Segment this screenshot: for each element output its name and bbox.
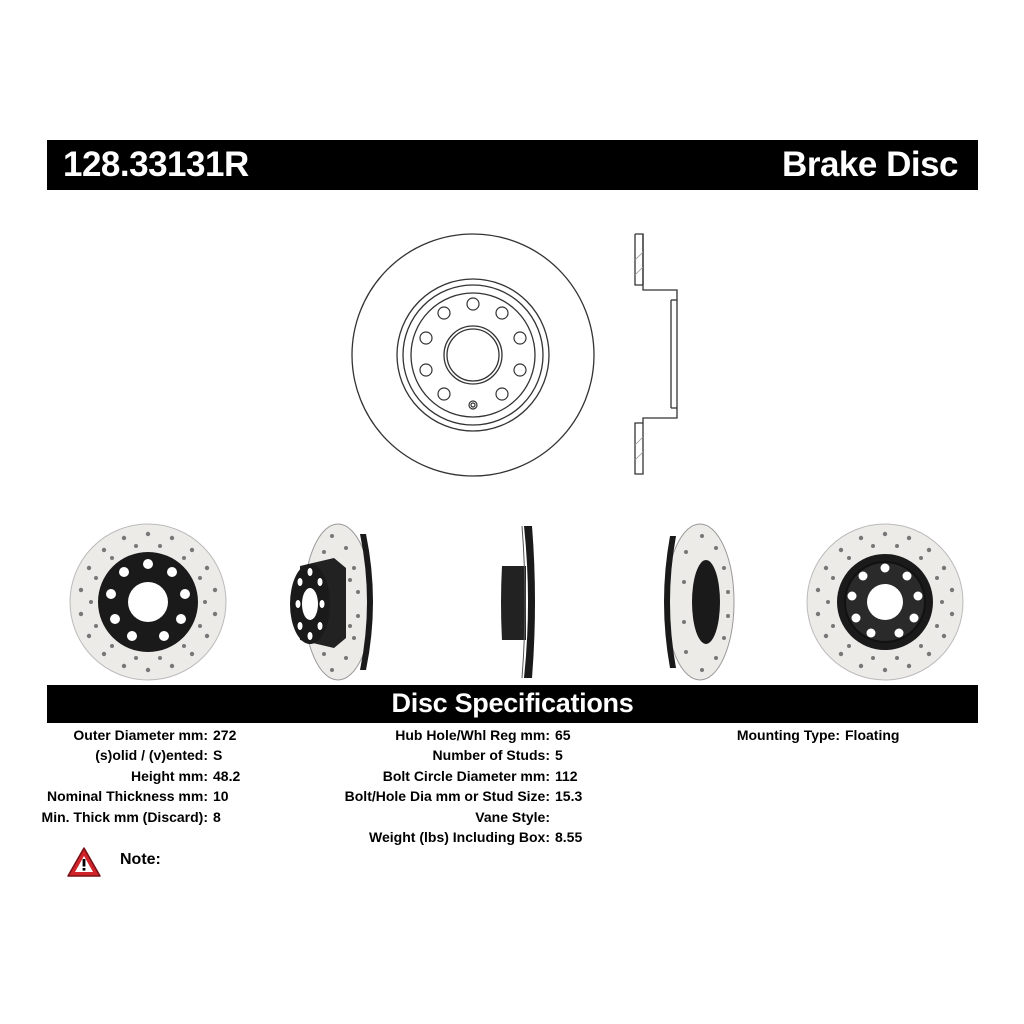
note-label: Note:: [120, 851, 161, 868]
spec-row: Bolt Circle Diameter mm: 112: [300, 766, 582, 786]
spec-value: 5: [555, 747, 563, 764]
spec-label: Nominal Thickness mm:: [46, 788, 208, 805]
spec-label: Weight (lbs) Including Box:: [369, 829, 550, 846]
disc-photo-rear: [806, 523, 964, 681]
spec-value: S: [213, 747, 223, 764]
spec-row: Min. Thick mm (Discard): 8: [0, 807, 240, 827]
disc-front-line-drawing: [351, 233, 595, 477]
spec-label: (s)olid / (v)ented:: [95, 747, 208, 764]
spec-column-2: Hub Hole/Whl Reg mm: 65 Number of Studs: 5…: [300, 725, 583, 847]
spec-value: 65: [555, 727, 571, 743]
spec-value: [550, 807, 555, 827]
spec-label: Hub Hole/Whl Reg mm:: [395, 727, 550, 743]
spec-row: Nominal Thickness mm: 10: [0, 786, 240, 806]
spec-value: 48.2: [213, 767, 241, 784]
spec-section-bar: Disc Specifications: [47, 685, 978, 723]
spec-label: Bolt Circle Diameter mm:: [382, 767, 550, 784]
spec-row: Weight (lbs) Including Box: 8.55: [300, 827, 582, 847]
spec-value: 8: [213, 808, 221, 825]
spec-value: 112: [555, 767, 578, 784]
part-number: 128.33131R: [63, 145, 249, 184]
spec-row: Height mm: 48.2: [0, 766, 240, 786]
spec-row: Bolt/Hole Dia mm or Stud Size: 15.3: [300, 786, 583, 806]
disc-photo-angle-hat: [290, 523, 373, 681]
spec-row: Outer Diameter mm: 272: [0, 725, 240, 745]
spec-label: Min. Thick mm (Discard):: [41, 808, 208, 825]
spec-row: (s)olid / (v)ented: S: [0, 745, 240, 765]
header-bar: 128.33131R Brake Disc: [47, 140, 978, 190]
spec-value: 10: [213, 788, 229, 805]
disc-photo-angle-inboard: [664, 523, 735, 681]
spec-row: Number of Studs: 5: [300, 745, 582, 765]
spec-label: Outer Diameter mm:: [73, 727, 208, 743]
spec-value: 8.55: [555, 829, 583, 846]
spec-column-3: Mounting Type: Floating: [700, 725, 900, 745]
spec-value: 272: [213, 727, 237, 743]
spec-value: 15.3: [555, 788, 583, 805]
spec-label: Height mm:: [131, 767, 208, 784]
disc-photo-front: [69, 523, 227, 681]
disc-side-section-drawing: [634, 233, 678, 475]
warning-triangle-icon: [67, 847, 101, 877]
spec-label: Vane Style:: [475, 808, 550, 825]
spec-row: Vane Style:: [300, 807, 582, 827]
spec-label: Bolt/Hole Dia mm or Stud Size:: [344, 788, 550, 805]
spec-value: Floating: [845, 727, 900, 743]
bolt-holes: [419, 297, 527, 410]
part-type: Brake Disc: [782, 145, 958, 184]
disc-photo-edge: [501, 525, 535, 679]
spec-label: Mounting Type:: [736, 727, 840, 743]
spec-label: Number of Studs:: [432, 747, 550, 764]
spec-row: Hub Hole/Whl Reg mm: 65: [300, 725, 582, 745]
spec-section-title: Disc Specifications: [391, 688, 634, 718]
spec-column-1: Outer Diameter mm: 272 (s)olid / (v)ented…: [0, 725, 241, 827]
spec-row: Mounting Type: Floating: [700, 725, 900, 745]
